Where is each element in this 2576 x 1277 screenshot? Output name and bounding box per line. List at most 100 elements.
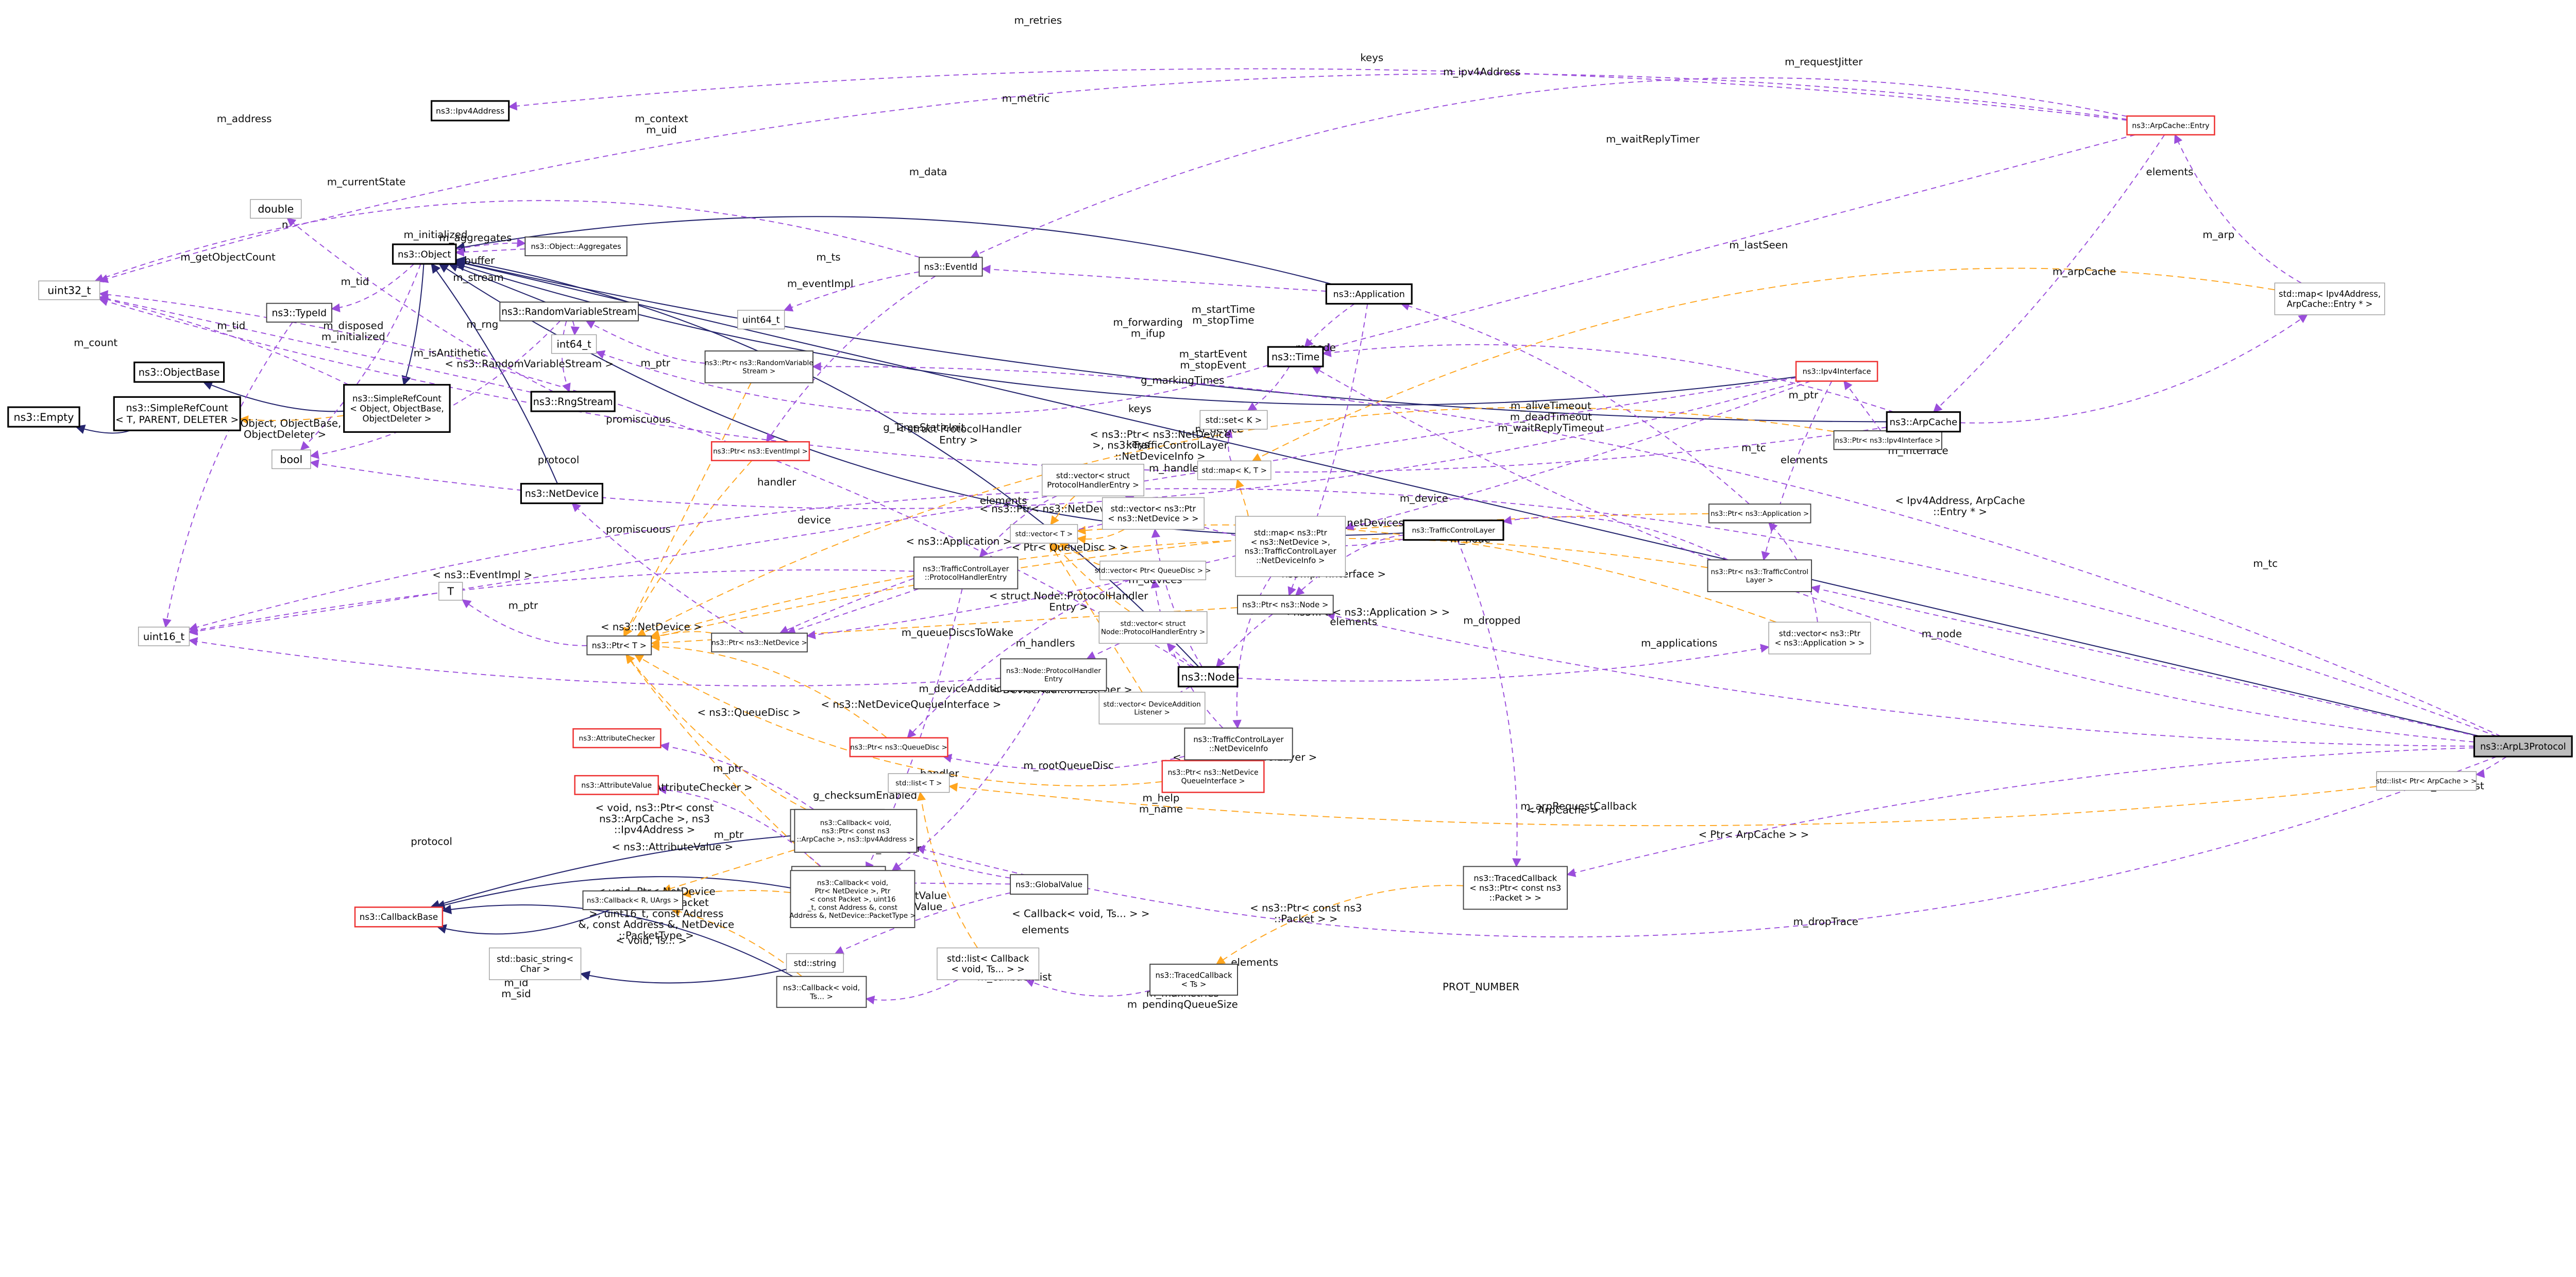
- node-main[interactable]: ns3::ArpL3Protocol: [2473, 735, 2573, 758]
- node-label: std::set< K >: [1206, 415, 1262, 425]
- node-bool[interactable]: bool: [272, 449, 311, 469]
- node-entry[interactable]: ns3::ArpCache::Entry: [2126, 115, 2215, 136]
- node-arpcache[interactable]: ns3::ArpCache: [1886, 411, 1961, 433]
- node-ipv4address[interactable]: ns3::Ipv4Address: [430, 100, 510, 122]
- node-tcl[interactable]: ns3::TrafficControlLayer: [1402, 519, 1504, 541]
- node-label: ns3::Ptr< ns3::QueueDisc >: [850, 744, 947, 752]
- edge-entry-time: [1322, 134, 2136, 352]
- node-eventid[interactable]: ns3::EventId: [919, 257, 983, 277]
- node-tclphe[interactable]: ns3::TrafficControlLayer::ProtocolHandle…: [913, 556, 1019, 590]
- edge-vecptrnd-vectort: [1076, 529, 1125, 544]
- edge-ptripv4if-ipv4interface: [1843, 380, 1882, 431]
- node-rngstream[interactable]: ns3::RngStream: [530, 391, 616, 412]
- node-double[interactable]: double: [250, 199, 302, 219]
- edge-label: m_handlers: [1016, 637, 1075, 649]
- node-object[interactable]: ns3::Object: [392, 243, 457, 265]
- edge-vecptrapp-vectort: [1076, 524, 1776, 623]
- node-ptrt[interactable]: ns3::Ptr< T >: [586, 635, 652, 656]
- node-vectort[interactable]: std::vector< T >: [1010, 524, 1078, 544]
- node-label: ns3::TrafficControlLayer::ProtocolHandle…: [923, 565, 1009, 582]
- edge-application-eventid: [981, 264, 1327, 292]
- edge-label: m_metric: [1002, 93, 1050, 105]
- edge-label: m_tid: [217, 320, 245, 331]
- node-cbts[interactable]: ns3::Callback< void,Ts... >: [776, 976, 867, 1008]
- node-netdevice[interactable]: ns3::NetDevice: [520, 483, 603, 505]
- node-setk[interactable]: std::set< K >: [1199, 410, 1268, 430]
- node-time[interactable]: ns3::Time: [1267, 346, 1324, 367]
- node-tcbts[interactable]: ns3::TracedCallback< Ts >: [1149, 964, 1238, 996]
- edge-time-setk: [1247, 366, 1290, 411]
- node-mapkt[interactable]: std::map< K, T >: [1197, 460, 1272, 480]
- node-callbackbase[interactable]: ns3::CallbackBase: [354, 906, 444, 928]
- node-label: ns3::TrafficControlLayer::NetDeviceInfo: [1193, 735, 1284, 753]
- node-label: ns3::Callback< R, UArgs >: [587, 897, 679, 905]
- node-label: ns3::Node: [1181, 670, 1235, 683]
- node-label: std::string: [794, 958, 836, 968]
- node-ipv4interface[interactable]: ns3::Ipv4Interface: [1795, 361, 1878, 382]
- node-application[interactable]: ns3::Application: [1325, 283, 1413, 305]
- node-cbnd[interactable]: ns3::Callback< void,Ptr< NetDevice >, Pt…: [789, 870, 916, 928]
- node-listarp[interactable]: std::list< Ptr< ArpCache > >: [2376, 771, 2477, 791]
- node-listcb[interactable]: std::list< Callback< void, Ts... > >: [937, 947, 1040, 980]
- node-aggregates[interactable]: ns3::Object::Aggregates: [524, 236, 628, 257]
- node-mapnd[interactable]: std::map< ns3::Ptr< ns3::NetDevice >,ns3…: [1235, 516, 1346, 577]
- node-basicstring[interactable]: std::basic_string<Char >: [489, 947, 582, 980]
- node-listt[interactable]: std::list< T >: [888, 773, 950, 793]
- node-ptripv4if[interactable]: ns3::Ptr< ns3::Ipv4Interface >: [1833, 430, 1942, 450]
- edge-tcl-tcbpacket: [1457, 540, 1521, 868]
- node-tclndi[interactable]: ns3::TrafficControlLayer::NetDeviceInfo: [1184, 727, 1293, 761]
- node-int64[interactable]: int64_t: [551, 334, 597, 354]
- node-ptrapp[interactable]: ns3::Ptr< ns3::Application >: [1708, 503, 1811, 524]
- edge-label: < Ptr< ArpCache > >: [1699, 829, 1809, 841]
- node-vecptrapp[interactable]: std::vector< ns3::Ptr< ns3::Application …: [1768, 621, 1871, 654]
- edge-ipv4interface-ptrtcl: [1761, 381, 1833, 561]
- edge-ptrqueuedisc-ptrt: [650, 642, 888, 738]
- edge-callbackru-callbackbase: [436, 909, 611, 935]
- edge-label: < Callback< void, Ts... > >: [1012, 908, 1149, 919]
- node-rvs[interactable]: ns3::RandomVariableStream: [499, 301, 639, 322]
- node-uint64[interactable]: uint64_t: [737, 310, 785, 330]
- node-tcbpacket[interactable]: ns3::TracedCallback< ns3::Ptr< const ns3…: [1463, 866, 1568, 910]
- edge-label: keys: [1360, 52, 1383, 64]
- node-stdstring[interactable]: std::string: [786, 953, 844, 973]
- node-uint32[interactable]: uint32_t: [38, 280, 100, 300]
- node-vecptrnd[interactable]: std::vector< ns3::Ptr< ns3::NetDevice > …: [1101, 497, 1205, 530]
- node-ptrqueuedisc[interactable]: ns3::Ptr< ns3::QueueDisc >: [849, 737, 948, 758]
- node-mapentry[interactable]: std::map< Ipv4Address,ArpCache::Entry * …: [2274, 282, 2385, 315]
- edge-label: m_count: [74, 337, 117, 349]
- node-typeid[interactable]: ns3::TypeId: [266, 303, 332, 323]
- node-vecptrqd[interactable]: std::vector< Ptr< QueueDisc > >: [1095, 561, 1211, 580]
- edge-rngstream-double: [286, 217, 554, 392]
- node-t[interactable]: T: [438, 582, 463, 601]
- node-uint16[interactable]: uint16_t: [138, 627, 190, 646]
- node-srctpd[interactable]: ns3::SimpleRefCount< T, PARENT, DELETER …: [113, 396, 241, 431]
- node-srcobj[interactable]: ns3::SimpleRefCount< Object, ObjectBase,…: [343, 384, 451, 433]
- node-objectbase[interactable]: ns3::ObjectBase: [133, 361, 225, 383]
- node-ptrnode[interactable]: ns3::Ptr< ns3::Node >: [1237, 595, 1334, 615]
- edge-label: m_retries: [1014, 14, 1062, 26]
- edge-cbts-callbackru: [671, 907, 803, 977]
- edge-cbnd-callbackbase: [435, 876, 791, 910]
- node-ptreventimpl[interactable]: ns3::Ptr< ns3::EventImpl >: [710, 441, 810, 461]
- node-globalvalue[interactable]: ns3::GlobalValue: [1010, 874, 1089, 895]
- node-callbackru[interactable]: ns3::Callback< R, UArgs >: [582, 890, 684, 911]
- node-ptrnetdevice[interactable]: ns3::Ptr< ns3::NetDevice >: [711, 632, 808, 652]
- edge-label: handler: [757, 476, 796, 488]
- node-attrchecker[interactable]: ns3::AttributeChecker: [572, 728, 662, 748]
- node-cbarp[interactable]: ns3::Callback< void,ns3::Ptr< const ns3:…: [794, 809, 918, 853]
- node-empty[interactable]: ns3::Empty: [7, 406, 80, 428]
- node-attrvalue[interactable]: ns3::AttributeValue: [574, 775, 659, 795]
- edge-label: m_ptr: [640, 357, 670, 369]
- node-node[interactable]: ns3::Node: [1177, 666, 1239, 687]
